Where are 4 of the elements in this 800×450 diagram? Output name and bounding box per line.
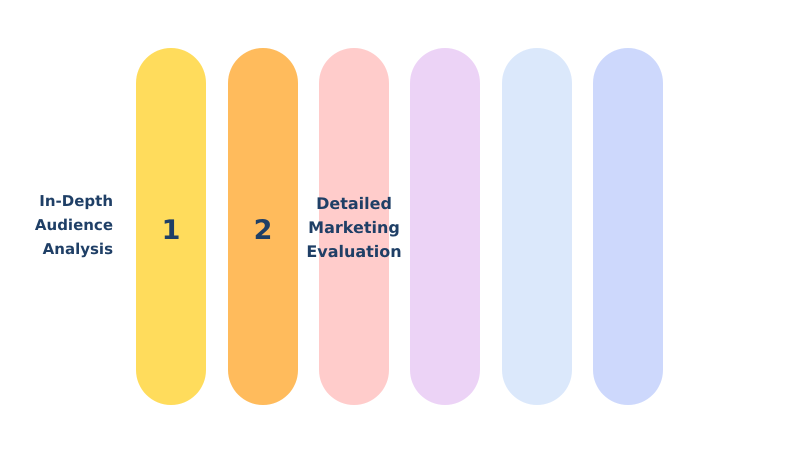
- step-label: Detailed Marketing Evaluation: [305, 193, 403, 263]
- step-caption: In-Depth Audience Analysis: [34, 191, 113, 260]
- step-number: 2: [252, 216, 274, 246]
- step-number: 1: [160, 216, 182, 246]
